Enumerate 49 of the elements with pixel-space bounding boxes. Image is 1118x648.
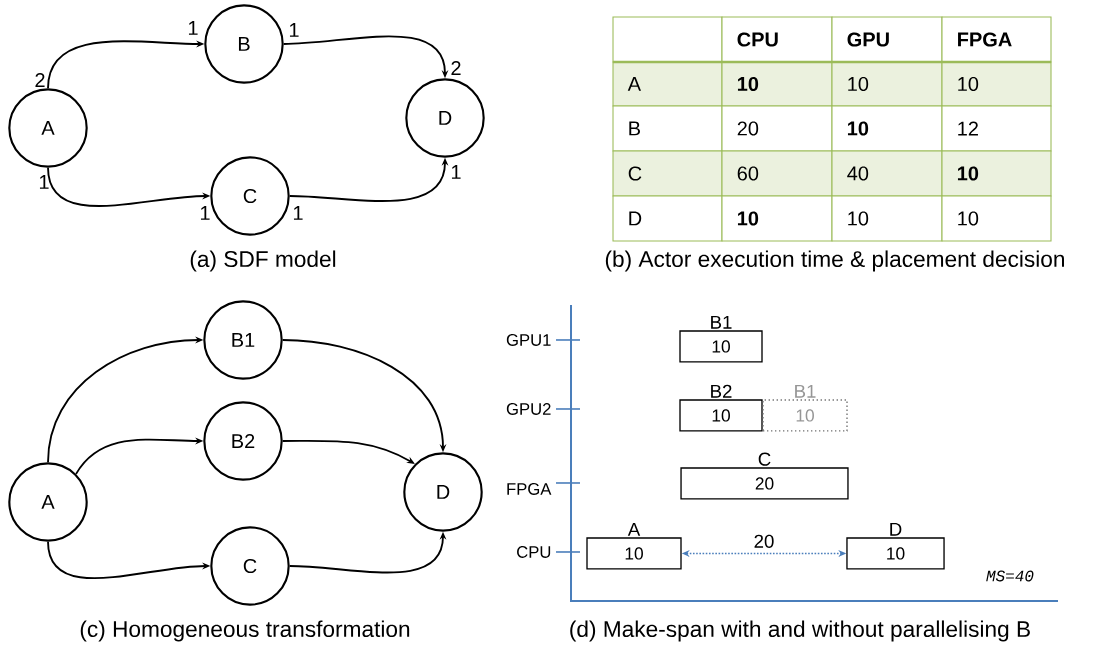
node-label: B1 [795, 384, 816, 398]
table-cell: B [612, 105, 723, 152]
table-cell: 20 [721, 105, 833, 152]
port-rate: 1 [289, 23, 299, 37]
table-cell: D [612, 195, 723, 242]
task-bar: 10 D [846, 522, 945, 570]
port-rate: 2 [451, 61, 461, 75]
port-rate: 1 [200, 206, 210, 220]
table-cell: 10 [941, 150, 1052, 197]
node-label: B2 [711, 384, 732, 398]
edge-label: 20 [752, 533, 776, 550]
table-cell: 40 [831, 150, 943, 197]
table-cell: CPU [721, 16, 833, 63]
task-bar: 10 B1 [679, 315, 763, 363]
port-rate: 2 [35, 73, 45, 87]
task-bar: 20 C [680, 452, 849, 500]
table-cell: 10 [721, 195, 833, 242]
caption: (b) Actor execution time & placement decision [605, 250, 1064, 272]
table-cell: 60 [721, 150, 833, 197]
task-bar: 10 B2 [679, 384, 763, 432]
table-cell: GPU [831, 16, 943, 63]
table-cell: 10 [831, 195, 943, 242]
table-cell: A [612, 61, 723, 107]
makespan-label: MS=40 [986, 570, 1034, 582]
task-bar: 10 B1 [762, 384, 848, 432]
table-cell: 10 [831, 105, 943, 152]
axis-label: CPU [517, 546, 551, 558]
task-bar: 10 A [586, 522, 682, 570]
node-label: A [627, 522, 641, 536]
table-cell: FPGA [941, 16, 1052, 63]
axis-label: FPGA [507, 483, 552, 495]
arrow [281, 439, 415, 464]
node-label: B1 [711, 315, 732, 329]
node-label: D [890, 522, 902, 536]
table-cell: 10 [721, 61, 833, 107]
axis-label: GPU2 [506, 403, 551, 415]
port-rate: 1 [188, 21, 198, 35]
axis-label: GPU1 [506, 334, 551, 346]
port-rate: 1 [39, 175, 49, 189]
port-rate: 1 [451, 165, 461, 179]
table-cell: 10 [941, 195, 1052, 242]
caption: (d) Make-span with and without parallelising B [570, 620, 1030, 642]
node-label: C [758, 452, 771, 466]
caption: (a) SDF model [190, 250, 336, 272]
table-cell: C [612, 150, 723, 197]
port-rate: 1 [293, 206, 303, 220]
table-cell: 10 [831, 61, 943, 107]
table-cell: 10 [941, 61, 1052, 107]
table-cell: 12 [941, 105, 1052, 152]
